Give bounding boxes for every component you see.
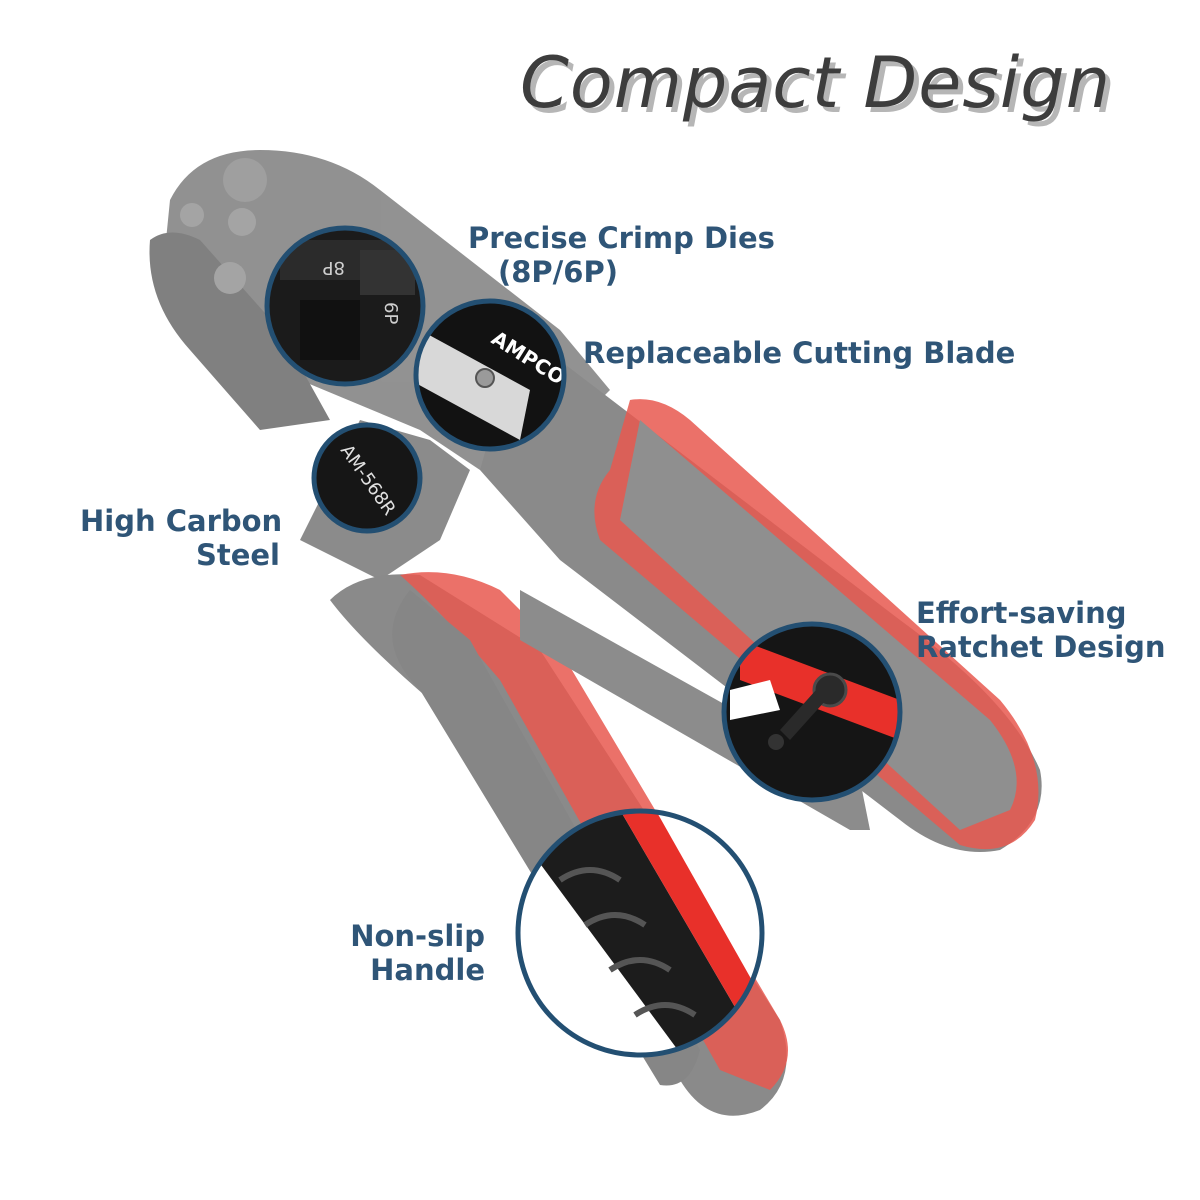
label-crimp-dies-line1: Precise Crimp Dies bbox=[468, 221, 775, 255]
label-cutting-blade: Replaceable Cutting Blade bbox=[583, 336, 1015, 370]
label-carbon-steel: High Carbon Steel bbox=[80, 504, 283, 572]
label-crimp-dies: Precise Crimp Dies (8P/6P) bbox=[468, 221, 775, 289]
die-label-8p: 8P bbox=[323, 257, 345, 278]
label-ratchet-line2: Ratchet Design bbox=[916, 630, 1166, 664]
label-carbon-steel-line1: High Carbon bbox=[80, 504, 283, 538]
label-handle: Non-slip Handle bbox=[320, 919, 485, 987]
label-ratchet-line1: Effort-saving bbox=[916, 596, 1127, 630]
ratchet-zoom bbox=[721, 621, 903, 803]
label-cutting-blade-line1: Replaceable Cutting Blade bbox=[583, 336, 1016, 370]
die-label-6p: 6P bbox=[380, 302, 401, 324]
label-carbon-steel-line2: Steel bbox=[195, 538, 280, 572]
steel-zoom: AM-568R bbox=[311, 422, 423, 534]
crimp-dies-zoom: 8P 6P bbox=[264, 225, 426, 387]
page-title: Compact Design bbox=[520, 42, 1112, 124]
label-handle-line2: Handle bbox=[370, 953, 485, 987]
handle-grip-zoom bbox=[515, 808, 765, 1058]
label-handle-line1: Non-slip bbox=[350, 919, 485, 953]
cutting-blade-zoom: AMPCOM bbox=[413, 298, 567, 452]
label-crimp-dies-line2: (8P/6P) bbox=[498, 255, 618, 289]
label-ratchet: Effort-saving Ratchet Design bbox=[916, 596, 1166, 664]
